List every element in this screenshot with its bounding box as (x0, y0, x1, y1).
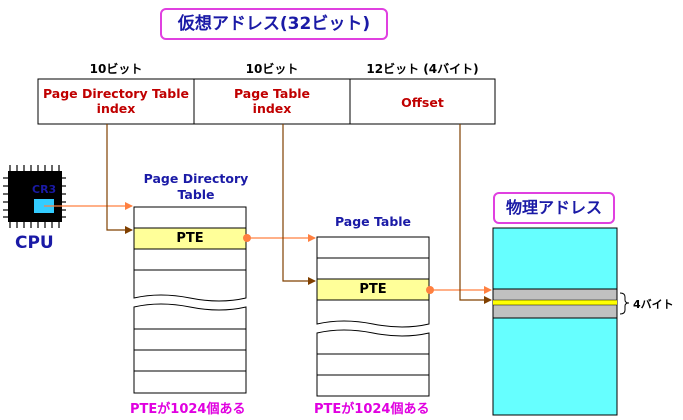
cr3-register-label: CR3 (32, 183, 57, 196)
cpu-label: CPU (15, 233, 54, 253)
physical-memory-block (492, 227, 618, 416)
virtual-address-bar (37, 78, 496, 125)
pdt-index-field: Page Directory Table index (42, 86, 190, 116)
four-byte-label: 4バイト (633, 298, 674, 311)
page-table-title: Page Table (334, 214, 412, 229)
page-directory-count: PTEが1024個ある (130, 402, 246, 417)
page-table (316, 236, 430, 397)
virtual-address-title: 仮想アドレス(32ビット) (160, 8, 388, 40)
page-directory-table (133, 206, 247, 394)
index-arrows (106, 124, 492, 304)
page-directory-pte-entry: PTE (176, 231, 204, 246)
offset-field: Offset (401, 95, 444, 110)
physical-address-title: 物理アドレス (493, 192, 615, 224)
pt-index-field: Page Table index (233, 86, 311, 116)
page-directory-title: Page Directory Table (143, 171, 249, 202)
page-table-count: PTEが1024個ある (314, 402, 430, 417)
cpu-chip-icon (3, 165, 66, 228)
pt-index-bits-label: 10ビット (245, 62, 299, 76)
pdt-index-bits-label: 10ビット (89, 62, 143, 76)
page-table-pte-entry: PTE (359, 282, 387, 297)
four-byte-brace (619, 292, 630, 315)
offset-bits-label: 12ビット (4バイト) (366, 62, 479, 76)
